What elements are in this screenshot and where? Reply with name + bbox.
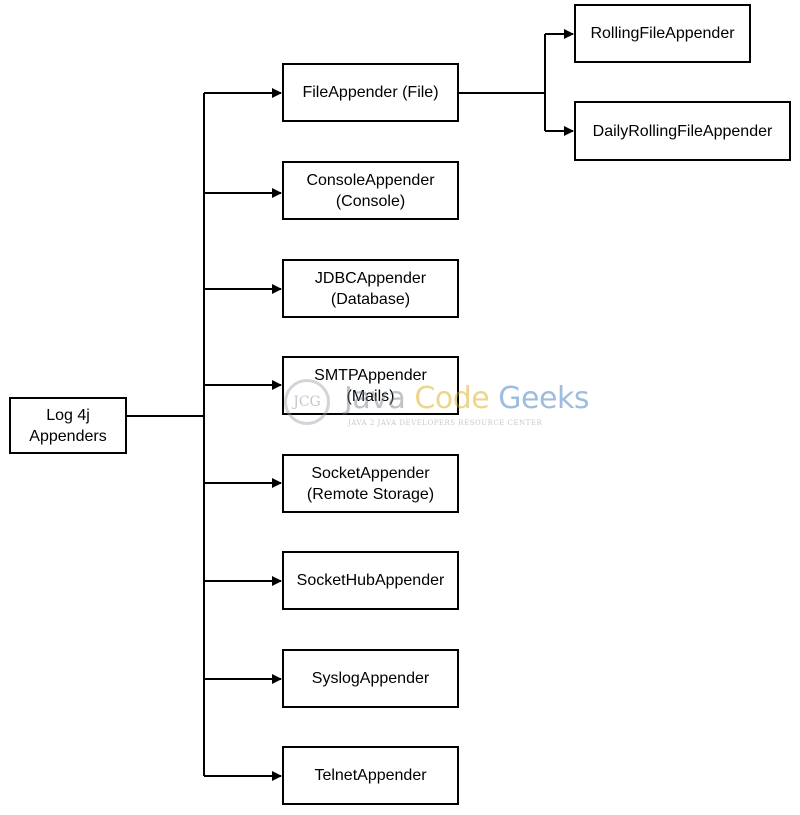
appender-node-file-label: FileAppender (File) <box>302 84 439 101</box>
watermark: JCG Java Code Geeks JAVA 2 JAVA DEVELOPE… <box>280 375 589 435</box>
appender-node-smtp-label: SMTPAppender (Mails) <box>314 366 427 405</box>
appender-node-jdbc: JDBCAppender (Database) <box>282 259 459 318</box>
watermark-subtitle: JAVA 2 JAVA DEVELOPERS RESOURCE CENTER <box>348 419 543 427</box>
child-node-dailyrolling: DailyRollingFileAppender <box>574 101 791 161</box>
appender-node-sockethub: SocketHubAppender <box>282 551 459 610</box>
appender-node-sockethub-label: SocketHubAppender <box>296 572 445 589</box>
appender-node-syslog-label: SyslogAppender <box>311 670 430 687</box>
appender-node-smtp: SMTPAppender (Mails) <box>282 356 459 415</box>
appender-node-telnet: TelnetAppender <box>282 746 459 805</box>
child-node-rolling: RollingFileAppender <box>574 4 751 63</box>
appender-node-console-label: ConsoleAppender (Console) <box>306 171 435 210</box>
appender-node-jdbc-label: JDBCAppender (Database) <box>314 269 427 308</box>
appender-node-telnet-label: TelnetAppender <box>314 767 427 784</box>
child-node-dailyrolling-label: DailyRollingFileAppender <box>592 122 773 140</box>
appender-node-syslog: SyslogAppender <box>282 649 459 708</box>
appender-node-file: FileAppender (File) <box>282 63 459 122</box>
watermark-title: Java Code Geeks <box>344 381 589 416</box>
jcg-logo-icon: JCG <box>284 379 330 425</box>
appender-node-socket-label: SocketAppender (Remote Storage) <box>306 464 435 503</box>
appender-node-socket: SocketAppender (Remote Storage) <box>282 454 459 513</box>
appender-node-console: ConsoleAppender (Console) <box>282 161 459 220</box>
root-node-label: Log 4j Appenders <box>29 406 107 445</box>
child-node-rolling-label: RollingFileAppender <box>590 25 735 42</box>
root-node: Log 4j Appenders <box>9 397 127 454</box>
